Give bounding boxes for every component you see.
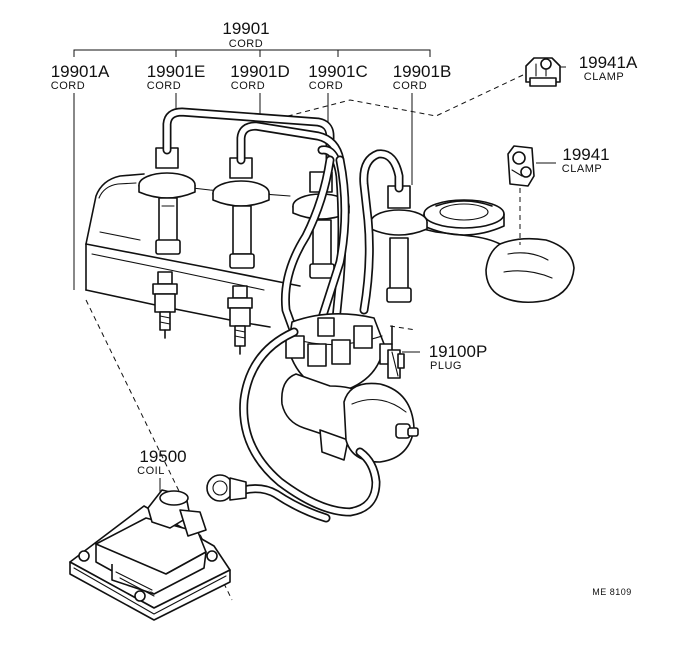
part-name: CORD bbox=[393, 80, 427, 92]
plug-boot-2 bbox=[212, 157, 270, 269]
part-name: CLAMP bbox=[562, 163, 602, 175]
reference-code: ME 8109 bbox=[592, 587, 632, 597]
part-name: CORD bbox=[147, 80, 181, 92]
distributor bbox=[280, 313, 419, 463]
label-cord-e: 19901E CORD bbox=[147, 62, 206, 92]
label-cord-d: 19901D CORD bbox=[230, 62, 290, 92]
valve-cover bbox=[85, 173, 575, 328]
coil-wire bbox=[206, 327, 381, 523]
label-cord-c: 19901C CORD bbox=[308, 62, 368, 92]
clamp bbox=[507, 145, 535, 187]
label-plug: 19100P PLUG bbox=[429, 342, 488, 372]
label-coil: 19500 COIL bbox=[137, 447, 186, 477]
part-number: 19901C bbox=[308, 62, 368, 81]
spark-plug-3 bbox=[379, 325, 405, 379]
label-clamp: 19941 CLAMP bbox=[562, 145, 610, 175]
part-number: 19941 bbox=[562, 145, 609, 164]
part-name: PLUG bbox=[430, 360, 462, 372]
label-cord-set: 19901 CORD bbox=[222, 19, 269, 50]
part-name: CORD bbox=[309, 80, 343, 92]
upper-plug-wires bbox=[162, 107, 404, 315]
part-name: CORD bbox=[51, 80, 85, 92]
part-name: CORD bbox=[231, 80, 265, 92]
label-cord-b: 19901B CORD bbox=[393, 62, 452, 92]
clamp-a bbox=[525, 57, 561, 87]
part-name: CLAMP bbox=[584, 71, 624, 83]
part-name: COIL bbox=[137, 465, 165, 477]
distributor-wires bbox=[280, 145, 350, 337]
part-name: CORD bbox=[229, 38, 263, 50]
cord-set-bracket bbox=[73, 49, 431, 57]
spark-plug-2 bbox=[227, 285, 253, 355]
plug-boot-1 bbox=[138, 147, 196, 255]
label-cord-a: 19901A CORD bbox=[51, 62, 110, 92]
part-number: 19941A bbox=[579, 53, 638, 72]
part-number: 19901B bbox=[393, 62, 452, 81]
part-number: 19901 bbox=[222, 19, 269, 38]
ignition-coil bbox=[69, 489, 231, 621]
label-clamp-a: 19941A CLAMP bbox=[579, 53, 638, 83]
part-number: 19100P bbox=[429, 342, 488, 361]
part-number: 19901D bbox=[230, 62, 290, 81]
dashed-reference-lines bbox=[85, 74, 524, 601]
plug-boot-4 bbox=[370, 185, 428, 303]
part-number: 19500 bbox=[139, 447, 186, 466]
part-number: 19901A bbox=[51, 62, 110, 81]
part-number: 19901E bbox=[147, 62, 206, 81]
spark-plug-1 bbox=[152, 271, 178, 339]
